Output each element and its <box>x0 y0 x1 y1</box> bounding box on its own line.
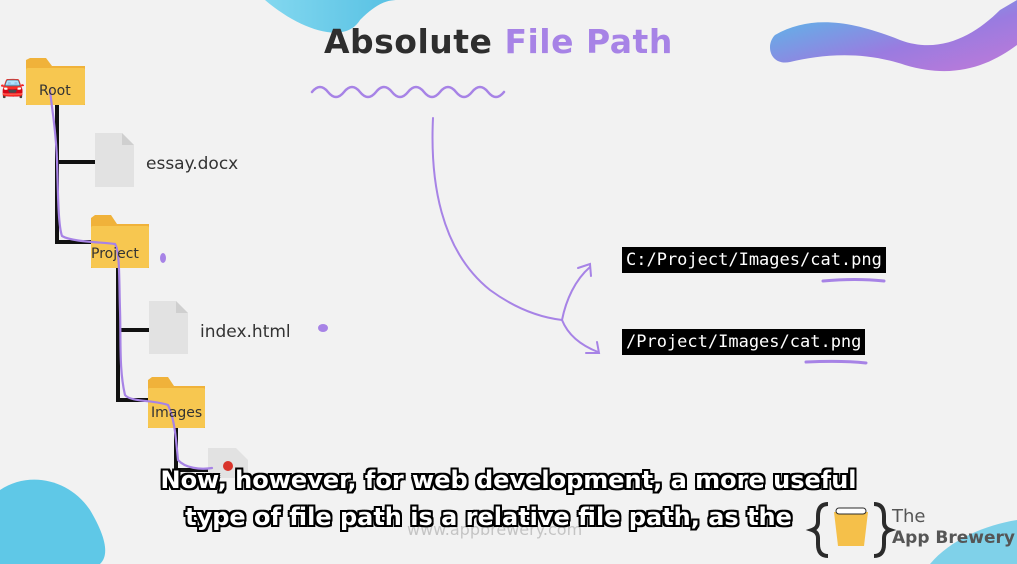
title-part-absolute: Absolute <box>324 22 493 61</box>
folder-label-project: Project <box>91 246 139 262</box>
subtitle-line-2: type of file path is a relative file pat… <box>185 503 792 531</box>
bottom-left-blob <box>0 479 106 564</box>
pen-trail-path <box>48 88 214 470</box>
arrow-head-down <box>585 341 601 354</box>
folder-label-root: Root <box>39 83 71 99</box>
watermark-url: www.appbrewery.com <box>407 520 583 539</box>
unix-path-code: /Project/Images/cat.png <box>622 329 866 355</box>
title-squiggle <box>310 85 506 99</box>
folder-icon-root <box>26 58 85 105</box>
image-file-icon-cat <box>208 448 248 478</box>
brand-logo-icon <box>805 502 897 558</box>
arrow-branch-up <box>561 266 591 321</box>
top-blob <box>265 0 400 33</box>
arrow-head-up <box>577 262 592 277</box>
document-icon-index <box>149 301 188 354</box>
title-part-file-path: File Path <box>504 22 673 61</box>
folder-icon-project <box>91 215 149 268</box>
top-right-blob <box>770 0 1017 72</box>
file-label-index: index.html <box>200 322 291 342</box>
arrow-branch-down <box>561 319 599 353</box>
subtitle-line-1: Now, however, for web development, a mor… <box>160 466 857 494</box>
file-label-essay: essay.docx <box>146 154 239 174</box>
pen-dot-1 <box>160 253 166 263</box>
bottom-right-blob <box>930 520 1017 564</box>
document-icon-essay <box>95 133 134 187</box>
windows-path-code: C:/Project/Images/cat.png <box>622 247 886 273</box>
car-icon: 🚘 <box>0 75 25 99</box>
brand-text-the: The <box>892 506 926 527</box>
brand-text-name: App Brewery <box>892 528 1015 548</box>
folder-label-images: Images <box>151 405 203 421</box>
pen-dot-2 <box>318 324 328 332</box>
folder-icon-images <box>148 377 205 428</box>
underline-unix-path <box>804 359 868 365</box>
arrow-curve <box>431 117 563 321</box>
underline-windows-path <box>821 278 886 283</box>
page-title: Absolute File Path <box>324 22 673 61</box>
